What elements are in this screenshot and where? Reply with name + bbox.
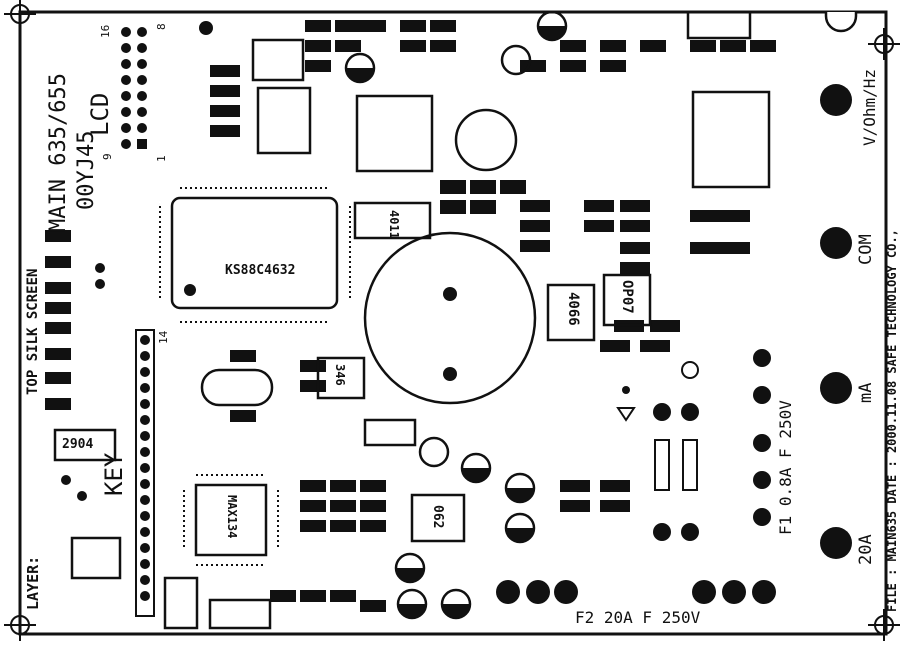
board-notch [824, 12, 858, 33]
main-model-label: MAIN 635/655 [46, 73, 71, 232]
pin-9-label: 9 [101, 153, 114, 160]
fuse-f1-label: F1 0.8A F 250V [776, 400, 795, 535]
pin-16-label: 16 [99, 24, 112, 38]
mcu-outline [170, 196, 339, 310]
terminal-ma-label: mA [856, 382, 876, 403]
max134-outline [194, 483, 268, 557]
ic-4011-label: 4011 [387, 210, 401, 239]
lcd-label: LCD [86, 92, 114, 136]
ic-4066-label: 4066 [565, 292, 581, 326]
registration-mark-tl [4, 0, 36, 30]
mcu-pins [159, 187, 351, 323]
terminal-com-label: COM [856, 234, 876, 265]
registration-mark-bl [4, 609, 36, 641]
ic-2904-label: 2904 [62, 437, 94, 452]
pin-8-label: 8 [155, 23, 168, 30]
terminal-vohm-label: V/Ohm/Hz [860, 68, 879, 146]
ic-op07-label: OP07 [619, 280, 635, 314]
terminal-20a-label: 20A [856, 534, 876, 565]
part-code-label: 00YJ45 [74, 130, 99, 210]
board-outline [18, 10, 888, 636]
fuse-pads [496, 349, 776, 604]
buzzer-outline [363, 231, 537, 405]
ic-max134-label: MAX134 [225, 495, 239, 539]
top-silk-label: TOP SILK SCREEN [25, 268, 41, 395]
terminals [820, 84, 852, 559]
smd-pads [45, 20, 776, 612]
pin-1-label: 1 [155, 155, 168, 162]
pin-14-label: 14 [157, 330, 170, 344]
registration-mark-tr [868, 28, 900, 60]
layer-label: LAYER: [24, 555, 42, 610]
file-info-label: FILE : MAIN635 DATE : 2000.11.08 SAFE TE… [885, 229, 899, 612]
key-header [140, 335, 150, 601]
key-label: KEY [100, 452, 128, 496]
ks88-label: KS88C4632 [225, 263, 296, 278]
lcd-header [121, 27, 147, 149]
ic-062-label: 062 [430, 505, 445, 529]
ic-346-label: 346 [333, 364, 347, 386]
registration-mark-br [868, 609, 900, 641]
fuse-f2-label: F2 20A F 250V [575, 608, 701, 627]
